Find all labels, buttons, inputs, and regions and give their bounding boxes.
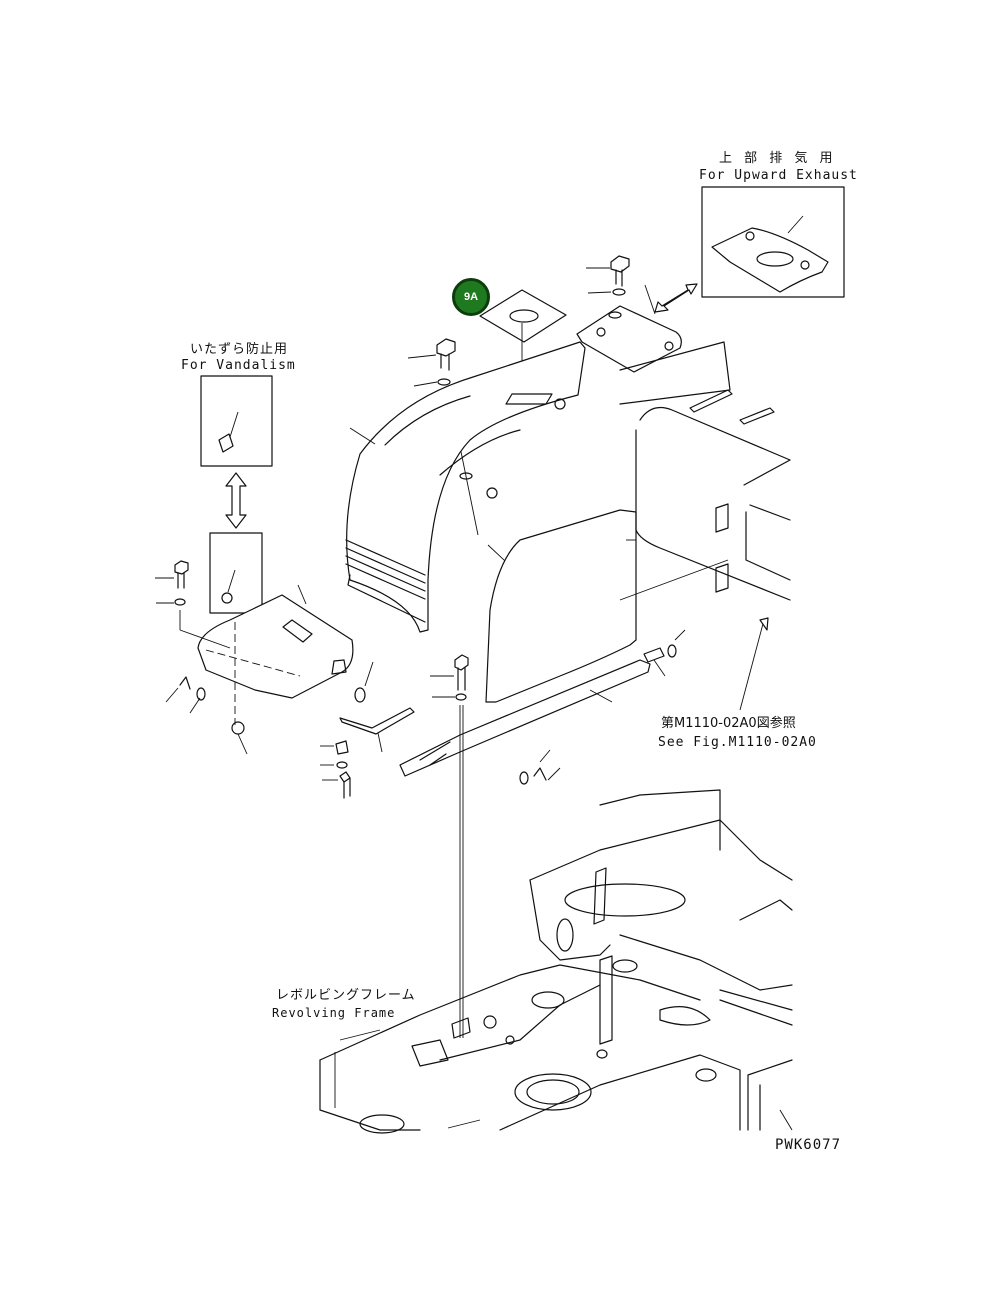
see-figure-label-en: See Fig.M1110-02A0: [658, 735, 817, 750]
pad-plate-9a: [479, 289, 567, 392]
revolving-frame: [319, 789, 793, 1134]
vandalism-label-jp: いたずら防止用: [190, 342, 289, 357]
side-cover-hood: [345, 338, 586, 633]
vandalism-label-en: For Vandalism: [181, 358, 296, 373]
bracket-hardware: [320, 654, 561, 1038]
vandalism-inset-lower: [209, 532, 263, 614]
engine-hood-right: [619, 389, 791, 711]
see-figure-label-jp: 第M1110-02A0図参照: [661, 716, 796, 731]
callout-9a-button[interactable]: 9A: [452, 278, 490, 316]
double-arrow-icon: [225, 472, 247, 529]
revolving-frame-label-jp: レボルビングフレーム: [276, 988, 416, 1003]
double-arrow-icon: [654, 283, 698, 313]
drawing-number: PWK6077: [775, 1137, 842, 1153]
vandalism-inset-upper: [200, 375, 273, 467]
partition-panel: [399, 509, 686, 777]
top-cover-plate: [576, 255, 731, 405]
upward-exhaust-label-en: For Upward Exhaust: [699, 168, 858, 183]
upward-exhaust-label-jp: 上 部 排 気 用: [719, 151, 837, 166]
upward-exhaust-inset: [701, 186, 845, 298]
vandalism-cover: [155, 560, 374, 755]
revolving-frame-label-en: Revolving Frame: [272, 1006, 396, 1020]
callout-9a-label: 9A: [463, 291, 479, 303]
